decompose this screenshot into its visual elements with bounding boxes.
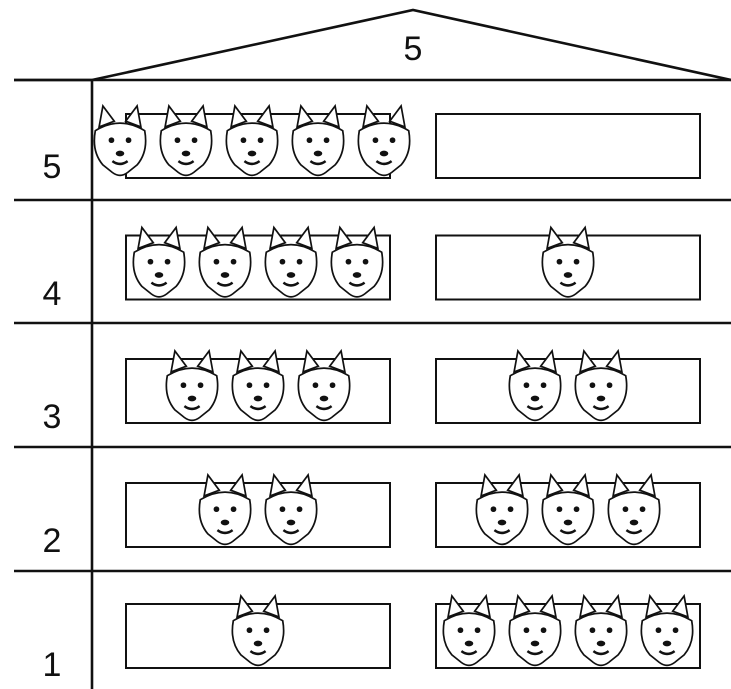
floor-5: 5 — [43, 106, 700, 186]
floors: 5 4 3 2 1 — [43, 106, 700, 684]
roof-number: 5 — [404, 30, 423, 68]
left-window — [126, 475, 390, 547]
floor-number: 3 — [43, 398, 62, 436]
floor-4: 4 — [43, 228, 700, 314]
floor-number: 5 — [43, 148, 62, 186]
right-window — [436, 596, 700, 668]
left-window — [126, 228, 390, 300]
left-window — [94, 106, 409, 178]
floor-3: 3 — [43, 351, 700, 436]
wolf-head-icon — [94, 106, 145, 175]
floor-number: 4 — [43, 275, 62, 313]
left-window — [126, 596, 390, 668]
left-window — [126, 351, 390, 423]
floor-number: 2 — [43, 522, 62, 560]
right-window — [436, 475, 700, 547]
floor-2: 2 — [43, 475, 700, 560]
right-window — [436, 114, 700, 178]
floor-1: 1 — [43, 596, 700, 684]
roof: 5 — [14, 10, 731, 80]
right-window — [436, 351, 700, 423]
floor-number: 1 — [43, 646, 62, 684]
right-window — [436, 228, 700, 300]
